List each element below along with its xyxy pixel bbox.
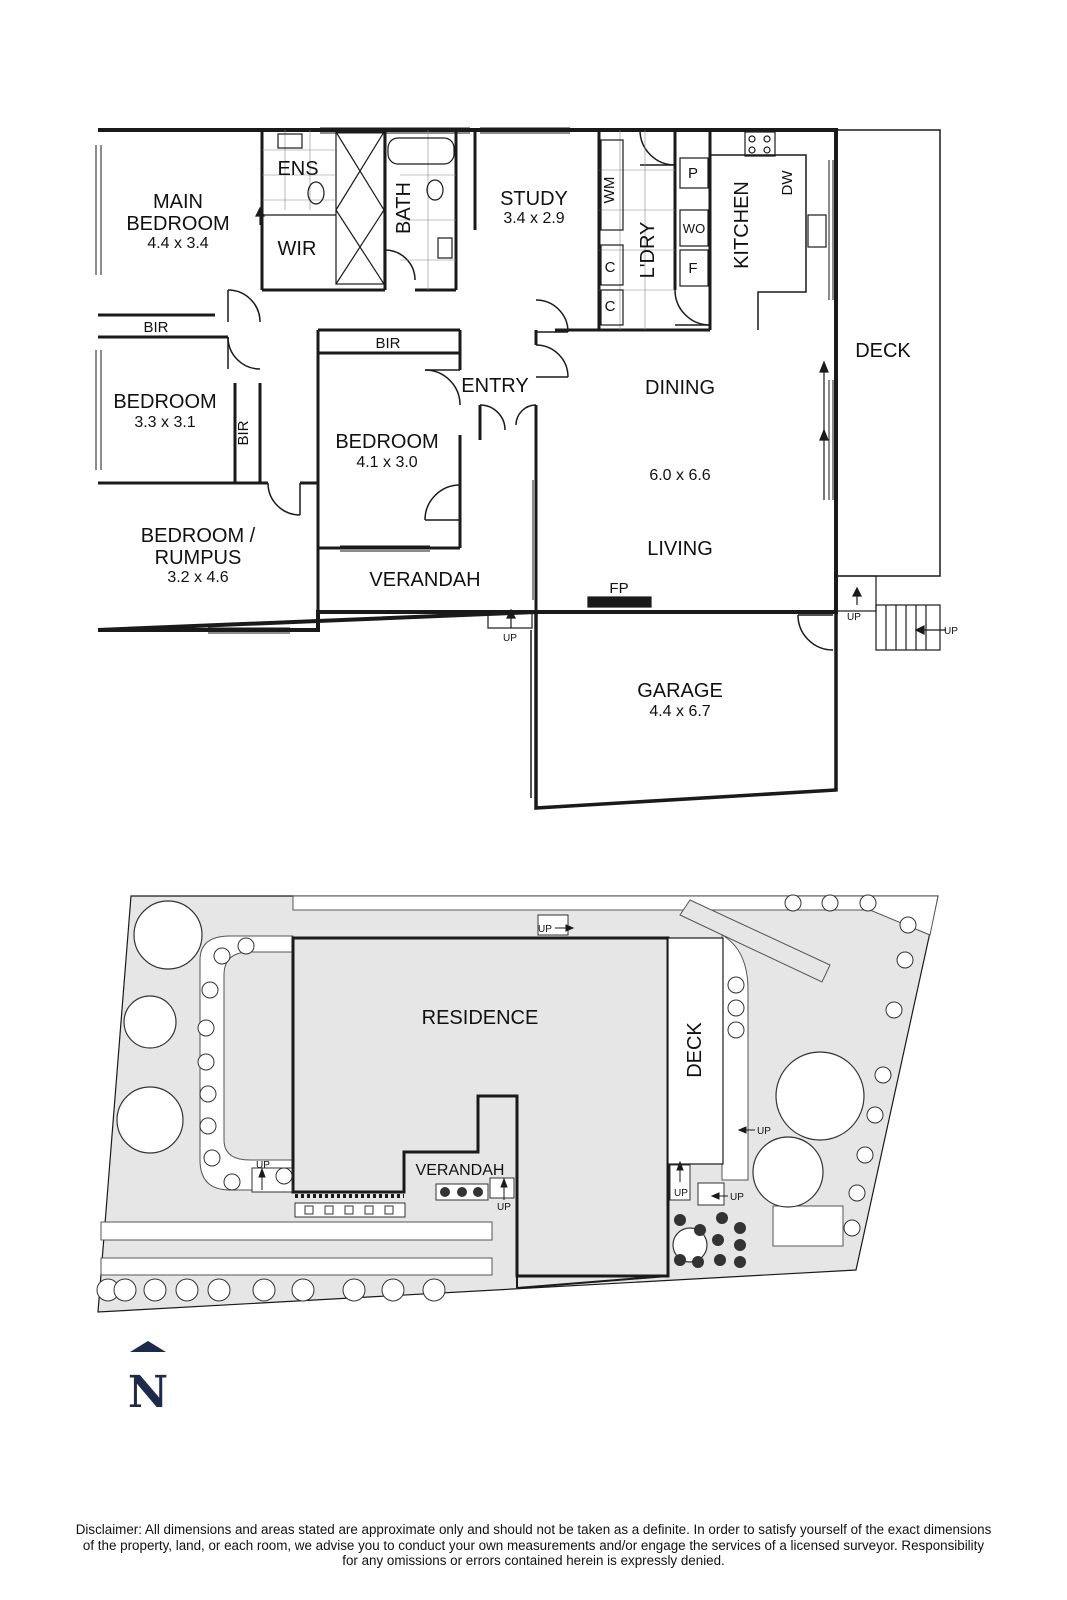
dining-label: DINING xyxy=(645,377,715,399)
study-dims: 3.4 x 2.9 xyxy=(503,210,564,227)
up-label: UP xyxy=(944,626,958,637)
rumpus-label-2: RUMPUS xyxy=(155,547,242,569)
disclaimer: Disclaimer: All dimensions and areas sta… xyxy=(10,1522,1057,1569)
c-label-1: C xyxy=(605,259,616,276)
up-label: UP xyxy=(538,924,552,935)
laundry-label: L'DRY xyxy=(637,222,659,279)
main-bedroom-label-1: MAIN xyxy=(153,191,203,213)
floor-plan xyxy=(95,127,946,810)
living-label: LIVING xyxy=(647,538,713,560)
site-plan-labels: RESIDENCE DECK VERANDAH UP UP UP UP UP U… xyxy=(256,924,771,1213)
up-label: UP xyxy=(503,633,517,644)
c-label-2: C xyxy=(605,298,616,315)
dw-label: DW xyxy=(779,170,796,196)
study-label: STUDY xyxy=(500,188,568,210)
up-label: UP xyxy=(730,1192,744,1203)
main-bedroom-dims: 4.4 x 3.4 xyxy=(147,235,208,252)
disclaimer-line-2: of the property, land, or each room, we … xyxy=(82,1537,985,1553)
verandah-label: VERANDAH xyxy=(369,569,480,591)
main-bedroom-label-2: BEDROOM xyxy=(126,213,229,235)
bir-label-1: BIR xyxy=(143,319,168,336)
north-compass: N xyxy=(128,1341,168,1418)
kitchen-bench xyxy=(710,154,807,330)
site-verandah-label: VERANDAH xyxy=(416,1162,505,1179)
north-arrow-icon xyxy=(130,1341,166,1352)
pantry-label: P xyxy=(688,165,698,182)
wm-label: WM xyxy=(601,177,618,204)
up-label: UP xyxy=(256,1160,270,1171)
entry-label: ENTRY xyxy=(461,375,528,397)
deck-label: DECK xyxy=(855,340,911,362)
bedroom-3-label: BEDROOM xyxy=(335,431,438,453)
wo-label: WO xyxy=(683,221,705,236)
bir-label-3: BIR xyxy=(235,420,252,445)
disclaimer-line-3: for any omissions or errors contained he… xyxy=(342,1553,725,1568)
site-deck-outline xyxy=(667,937,724,1165)
garage-walls xyxy=(534,610,838,810)
disclaimer-line-1: Disclaimer: All dimensions and areas sta… xyxy=(75,1522,992,1537)
up-label: UP xyxy=(497,1202,511,1213)
fridge-label: F xyxy=(688,260,697,277)
kitchen-label: KITCHEN xyxy=(731,181,753,269)
bath-label: BATH xyxy=(393,182,415,234)
up-label: UP xyxy=(847,612,861,623)
rumpus-label-1: BEDROOM / xyxy=(141,525,256,547)
site-plan xyxy=(96,894,939,1313)
bedroom-2-dims: 3.3 x 3.1 xyxy=(134,414,195,431)
up-label: UP xyxy=(674,1188,688,1199)
garage-label: GARAGE xyxy=(637,680,723,702)
bir-label-2: BIR xyxy=(375,335,400,352)
living-dims: 6.0 x 6.6 xyxy=(649,467,710,484)
fireplace-label: FP xyxy=(609,580,628,597)
bedroom-3-dims: 4.1 x 3.0 xyxy=(356,454,417,471)
north-letter: N xyxy=(128,1367,168,1418)
ens-label: ENS xyxy=(277,158,318,180)
garage-dims: 4.4 x 6.7 xyxy=(649,703,710,720)
up-label: UP xyxy=(757,1126,771,1137)
residence-label: RESIDENCE xyxy=(422,1007,539,1029)
wir-label: WIR xyxy=(278,238,317,260)
site-deck-label: DECK xyxy=(684,1022,706,1078)
rumpus-dims: 3.2 x 4.6 xyxy=(167,569,228,586)
bedroom-2-label: BEDROOM xyxy=(113,391,216,413)
floor-plan-labels: MAIN BEDROOM 4.4 x 3.4 ENS WIR BATH STUD… xyxy=(113,158,958,720)
